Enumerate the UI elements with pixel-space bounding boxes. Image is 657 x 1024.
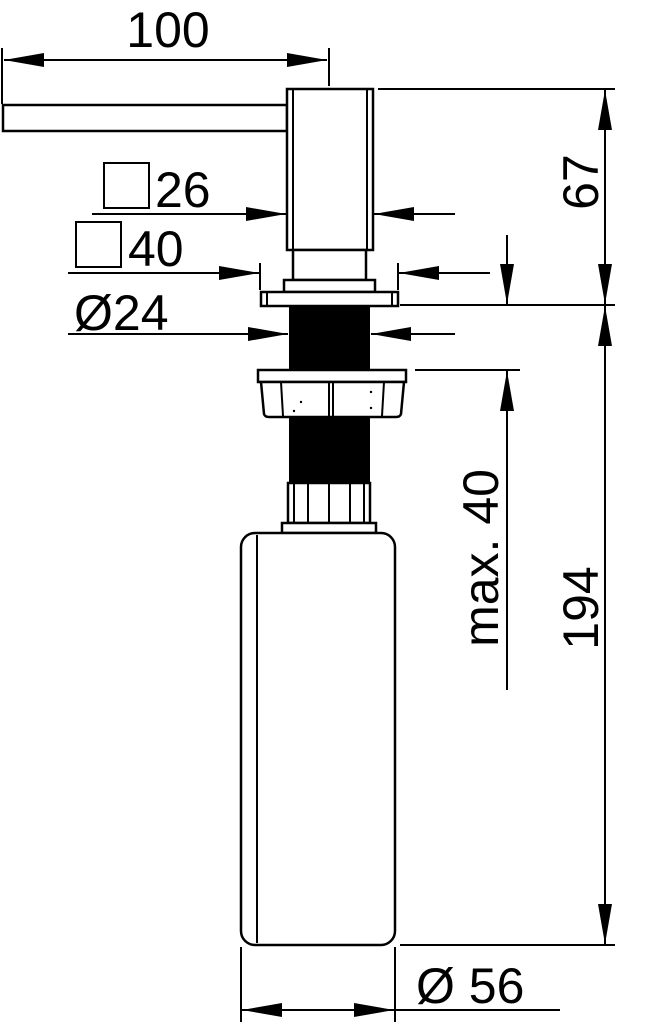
dimension-label-100: 100 [126, 2, 209, 58]
dimension-spout-length: 100 [1, 2, 330, 104]
square-symbol-icon [103, 162, 150, 209]
dispenser [1, 87, 408, 947]
pump-cylinder [286, 481, 372, 525]
dimension-head-height: 67 [553, 90, 612, 304]
dimension-label-40: 40 [128, 221, 184, 277]
dimension-label-max40: max. 40 [453, 469, 509, 647]
dimension-label-67: 67 [553, 154, 609, 210]
square-symbol-icon [75, 221, 122, 268]
mounting-nut [256, 368, 408, 419]
dimension-label-26: 26 [155, 162, 211, 218]
dimension-head-square: 26 [92, 162, 455, 221]
neck [291, 248, 368, 282]
bottle [239, 531, 397, 947]
dimension-label-d24: Ø24 [74, 285, 169, 341]
pump-head [285, 87, 375, 252]
dimension-bottle-diameter: Ø 56 [240, 947, 560, 1022]
dimension-bottle-height: 194 [553, 306, 612, 944]
collar [282, 278, 377, 294]
dimension-flange-square: 40 [68, 221, 490, 290]
bottle-ring [280, 521, 378, 535]
flange [259, 290, 400, 308]
spout [1, 103, 289, 133]
dimension-thread-diameter: Ø24 [68, 285, 455, 341]
dimension-max-countertop: max. 40 [453, 235, 514, 690]
dimension-label-d56: Ø 56 [416, 958, 524, 1014]
dimension-label-194: 194 [553, 566, 609, 649]
